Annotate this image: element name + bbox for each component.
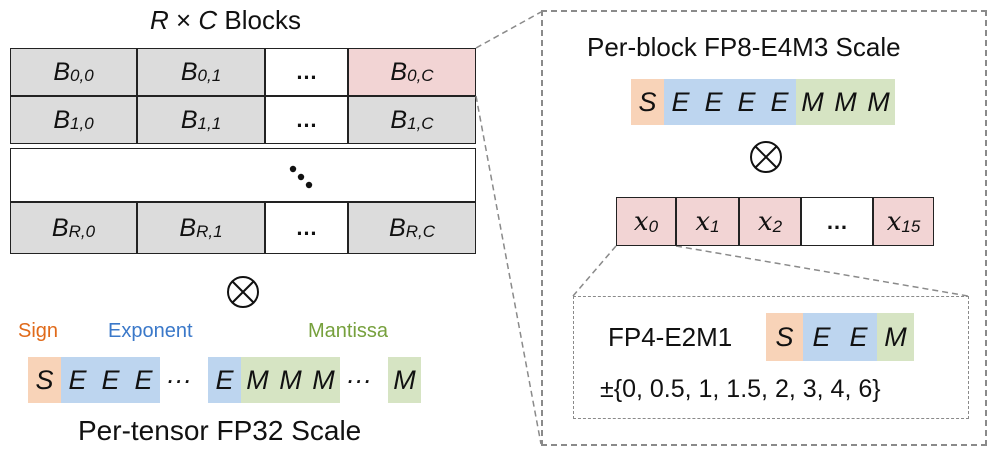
value-ellipsis-cell: … [801,197,873,246]
grid-title: R × C Blocks [150,5,301,36]
cell-base: B [53,105,71,134]
cell-base: B [390,57,408,86]
man-bit: M [829,79,862,125]
cell-base: B [51,213,69,242]
cell-base: B [53,57,71,86]
grid-title-rows: R [150,5,169,35]
exp-bit: E [664,79,697,125]
cell-base: B [180,105,198,134]
multiply-operator-icon [227,276,259,308]
man-bit: M [241,357,274,403]
cell-subscript: R,1 [196,222,223,241]
cell-base: B [390,105,408,134]
man-bit: M [388,357,421,403]
cell-subscript: 0,1 [197,66,222,85]
grid-title-cols: C [198,5,218,35]
exp-bit: E [61,357,94,403]
bit-ellipsis: … [166,359,193,389]
grid-title-text: Blocks [217,5,302,35]
cell-subscript: 1 [710,216,720,236]
grid-ellipsis-row [10,148,476,202]
cell-subscript: 15 [901,216,921,236]
cell-subscript: 1,C [407,114,434,133]
sign-label: Sign [18,320,59,342]
fp4-label: FP4-E2M1 [608,322,733,352]
cell-base: … [826,208,848,234]
sign-bit: S [766,313,803,361]
fp8-title: Per-block FP8-E4M3 Scale [587,32,901,62]
cell-base: x [633,206,649,237]
grid-ellipsis-cell: … [265,96,348,144]
cell-base: B [179,213,197,242]
cell-subscript: 0 [648,216,659,236]
exp-bit: E [127,357,160,403]
fp32-caption: Per-tensor FP32 Scale [78,415,362,446]
vertical-ellipsis-icon [289,165,313,189]
cell-subscript: 0,C [407,66,434,85]
exponent-label: Exponent [108,320,193,342]
cell-base: x [886,206,902,237]
man-bit: M [274,357,307,403]
cell-base: x [757,206,773,237]
sign-bit: S [631,79,664,125]
cell-subscript: R,0 [68,222,96,241]
multiply-operator-icon [750,141,782,173]
exp-bit: E [803,313,840,361]
cell-subscript: 0,0 [70,66,94,85]
mantissa-label: Mantissa [308,320,389,342]
cell-base: … [295,215,318,240]
exp-bit: E [840,313,877,361]
grid-ellipsis-cell: … [265,48,348,96]
bit-ellipsis: … [346,359,373,389]
cell-subscript: 1,0 [70,114,94,133]
exp-bit: E [763,79,796,125]
grid-title-times: × [168,5,199,35]
man-bit: M [862,79,895,125]
man-bit: M [877,313,914,361]
man-bit: M [796,79,829,125]
cell-base: … [295,107,318,132]
exp-bit: E [208,357,241,403]
block-detail-panel [541,10,987,446]
grid-ellipsis-cell: … [265,202,348,254]
exp-bit: E [730,79,763,125]
cell-subscript: 1,1 [197,114,222,133]
exp-bit: E [94,357,127,403]
fp4-value-set: ±{0, 0.5, 1, 1.5, 2, 3, 4, 6} [600,375,881,403]
man-bit: M [307,357,340,403]
exp-bit: E [697,79,730,125]
cell-subscript: R,C [405,222,435,241]
cell-base: … [295,59,318,84]
cell-base: B [389,213,406,242]
cell-base: x [695,206,711,237]
cell-base: B [180,57,198,86]
cell-subscript: 2 [772,216,783,236]
fp4-detail-box [573,296,969,419]
sign-bit: S [28,357,61,403]
